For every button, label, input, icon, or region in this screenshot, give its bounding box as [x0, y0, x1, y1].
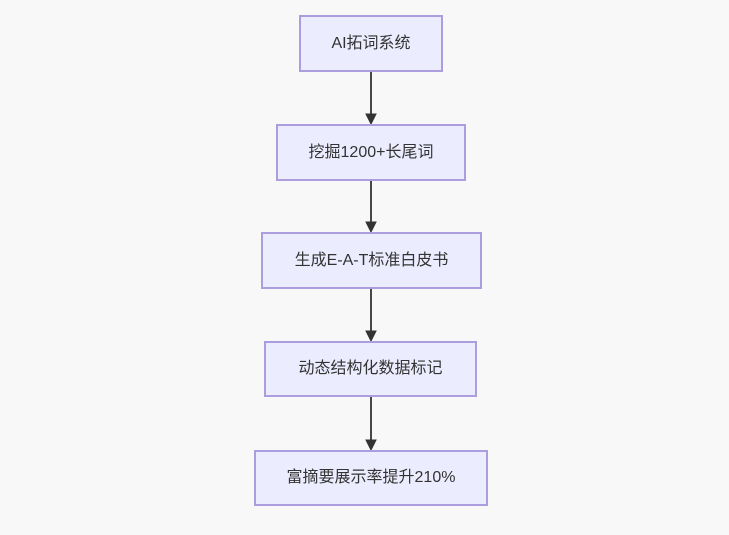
flow-node-dynamic-structured-data-markup: 动态结构化数据标记 [264, 341, 477, 397]
flow-node-label: 挖掘1200+长尾词 [308, 143, 434, 161]
flow-node-label: 动态结构化数据标记 [298, 360, 443, 378]
flow-node-mine-longtail-keywords: 挖掘1200+长尾词 [276, 124, 466, 181]
arrow-down-2 [365, 181, 377, 234]
flow-node-ai-keyword-system: AI拓词系统 [299, 15, 443, 72]
arrow-down-1 [365, 72, 377, 126]
flow-node-label: 富摘要展示率提升210% [286, 469, 456, 487]
flow-node-rich-snippet-rate-increase: 富摘要展示率提升210% [254, 450, 488, 506]
arrow-down-4 [365, 397, 377, 452]
flow-node-label: AI拓词系统 [331, 34, 411, 52]
flow-node-label: 生成E-A-T标准白皮书 [294, 251, 449, 269]
arrow-down-3 [365, 289, 377, 343]
flow-node-generate-eat-whitepaper: 生成E-A-T标准白皮书 [261, 232, 482, 289]
